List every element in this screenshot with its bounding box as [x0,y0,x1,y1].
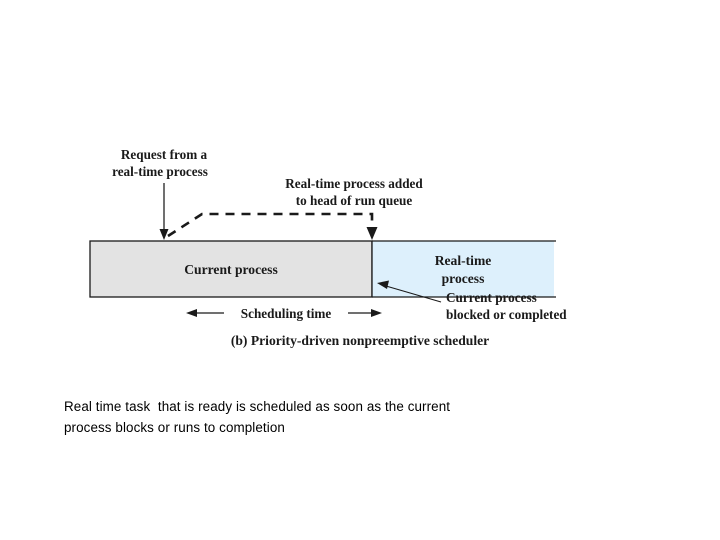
blocked-annotation-line1: Current process [446,290,537,305]
queue-insert-arrow-head [366,227,378,240]
realtime-process-label-line1: Real-time [435,253,492,268]
request-annotation-line1: Request from a [121,147,208,162]
explanation-text: Real time task that is ready is schedule… [64,396,594,438]
blocked-annotation-line2: blocked or completed [446,307,567,322]
request-arrow-head [159,229,169,240]
blocked-leader-arrow-head [377,280,389,289]
request-annotation-line2: real-time process [112,164,208,179]
explanation-line-1: Real time task that is ready is schedule… [64,399,451,414]
scheduling-time-label: Scheduling time [241,306,332,321]
realtime-process-box [372,241,554,297]
scheduling-time-right-head [371,309,382,317]
scheduling-time-left-head [186,309,197,317]
scheduler-diagram: Request from a real-time process Real-ti… [60,130,640,360]
queue-annotation-line2: to head of run queue [296,193,413,208]
queue-insert-dashed-path [167,212,374,238]
blocked-leader-line [385,285,442,303]
explanation-line-2: process blocks or runs to completion [64,420,285,435]
current-process-label: Current process [184,262,278,277]
figure-caption: (b) Priority-driven nonpreemptive schedu… [231,333,489,349]
diagram-svg: Request from a real-time process Real-ti… [89,147,567,349]
queue-annotation-line1: Real-time process added [285,176,423,191]
realtime-process-label-line2: process [442,271,485,286]
